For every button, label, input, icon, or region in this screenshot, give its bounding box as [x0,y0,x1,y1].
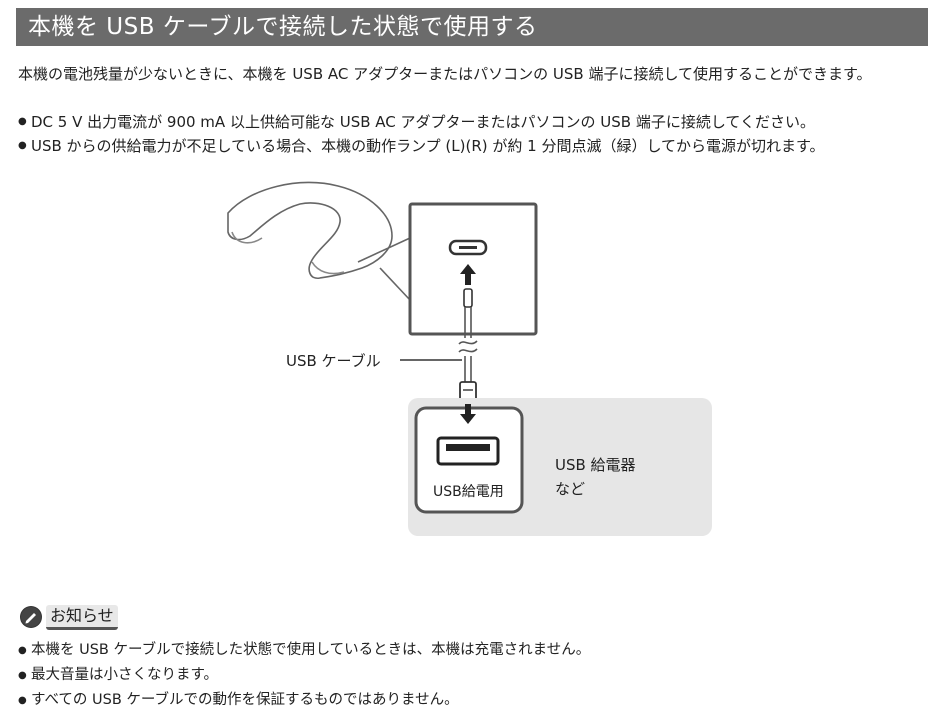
list-item: 最大音量は小さくなります。 [18,663,928,688]
list-item: すべての USB ケーブルでの動作を保証するものではありません。 [18,688,928,713]
cable-label: USB ケーブル [286,352,381,370]
usb-a-plug-icon [459,381,477,405]
pencil-note-icon [20,606,42,628]
notice-heading: お知らせ [20,604,138,630]
list-item: USB からの供給電力が不足している場合、本機の動作ランプ (L)(R) が約 … [18,134,928,158]
requirements-list: DC 5 V 出力電流が 900 mA 以上供給可能な USB AC アダプター… [18,110,928,158]
charger-label-line1: USB 給電器 [555,456,636,474]
usb-a-port-icon [436,436,500,466]
notice-title: お知らせ [46,604,118,630]
usb-c-port-icon [448,239,488,256]
usb-port-box [414,406,524,514]
charger-label-line2: など [555,480,585,498]
list-item: DC 5 V 出力電流が 900 mA 以上供給可能な USB AC アダプター… [18,110,928,134]
neck-speaker-icon [227,181,393,280]
notice-list: 本機を USB ケーブルで接続した状態で使用しているときは、本機は充電されません… [18,638,928,713]
arrow-up-icon [460,264,476,285]
intro-text: 本機の電池残量が少ないときに、本機を USB AC アダプターまたはパソコンの … [18,65,872,83]
section-title: 本機を USB ケーブルで接続した状態で使用する [16,8,928,46]
list-item: 本機を USB ケーブルで接続した状態で使用しているときは、本機は充電されません… [18,638,928,663]
port-zoom-box [408,202,538,336]
charger-panel [408,398,712,536]
arrow-down-icon [460,404,476,424]
port-label: USB給電用 [433,484,504,500]
